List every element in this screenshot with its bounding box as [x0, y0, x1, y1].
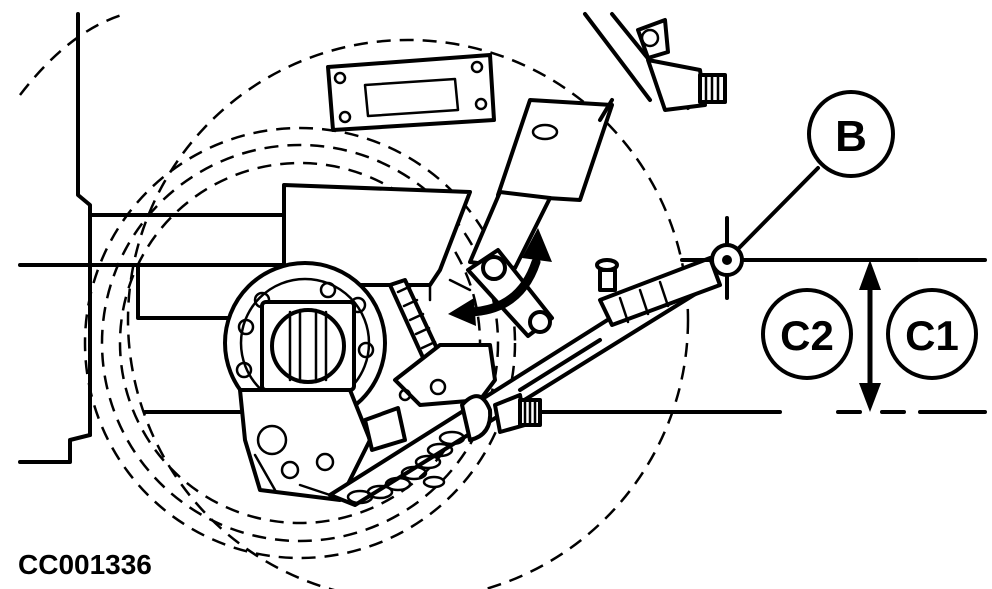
callout-b-leader [737, 166, 820, 250]
mounting-bracket [363, 343, 497, 452]
height-dimension [836, 258, 987, 414]
decal-plate [326, 53, 496, 132]
callout-c1-label: C1 [905, 312, 959, 359]
callout-c1: C1 [886, 288, 978, 380]
callout-b: B [807, 90, 895, 178]
upper-bracket [583, 12, 727, 112]
lift-cylinder [468, 98, 614, 270]
callout-b-label: B [835, 112, 867, 161]
callout-c2: C2 [761, 288, 853, 380]
rotation-arrow-icon [448, 228, 552, 326]
pivot-pin-b [680, 216, 920, 300]
adjustment-knob [460, 393, 542, 442]
safety-chain [346, 430, 466, 505]
callout-c2-label: C2 [780, 312, 834, 359]
axle-flange [223, 261, 387, 425]
tractor-frame [18, 12, 782, 464]
tire-outline-dashed [19, 12, 690, 589]
lower-link-arm [328, 256, 722, 507]
pivot-linkage [448, 248, 554, 338]
figure-id: CC001336 [18, 549, 152, 580]
